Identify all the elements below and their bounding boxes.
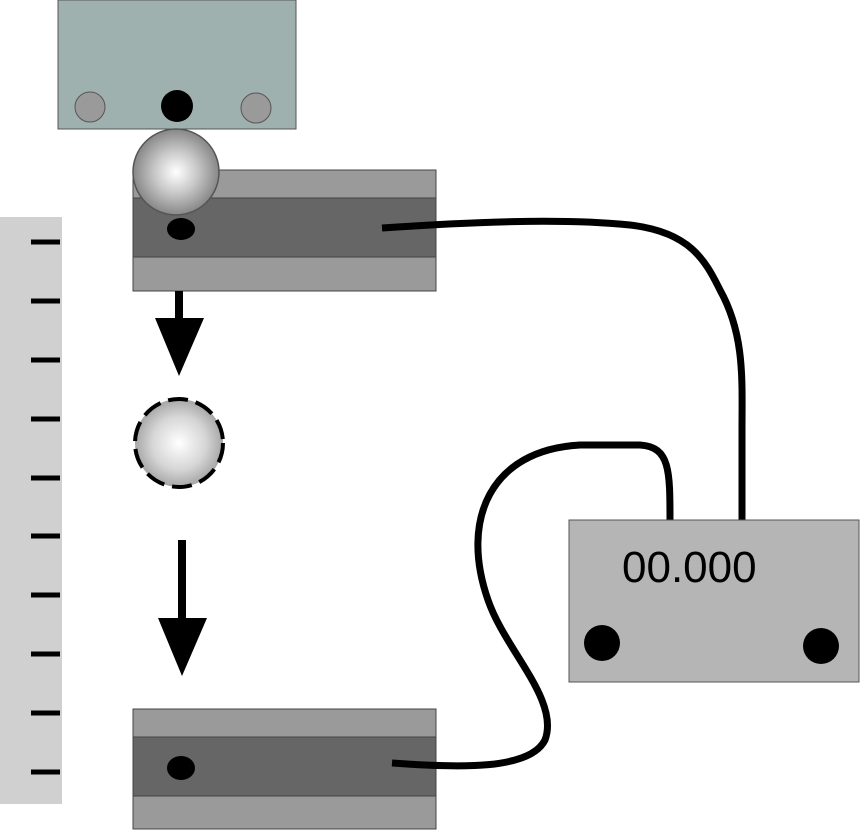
ruler-tick	[31, 416, 60, 422]
falling-ball-icon	[133, 397, 225, 489]
ruler-tick	[31, 769, 60, 775]
upper-gate-wire	[381, 217, 746, 522]
timer-right-terminal	[803, 628, 839, 664]
lower-gate-wire	[391, 441, 674, 770]
ruler-tick	[31, 239, 60, 245]
ruler-strip	[0, 217, 62, 804]
ruler-tick	[31, 298, 60, 304]
timer-left-terminal	[584, 625, 620, 661]
release-center-dot	[161, 90, 193, 122]
ruler-tick	[31, 592, 60, 598]
release-left-knob	[74, 91, 106, 123]
ruler-tick	[31, 475, 60, 481]
ruler-ticks	[31, 239, 60, 775]
ruler-tick	[31, 357, 60, 363]
timer-unit: 00.000	[568, 519, 860, 683]
steel-ball-icon	[132, 128, 220, 216]
upper-gate-sensor-dot	[167, 218, 195, 240]
ruler-tick	[31, 533, 60, 539]
down-arrow-icon	[158, 540, 207, 676]
lower-photogate	[132, 708, 437, 830]
timer-display: 00.000	[622, 543, 757, 592]
lower-gate-sensor-dot	[167, 756, 195, 780]
ruler-tick	[31, 710, 60, 716]
down-arrow-icon	[155, 291, 204, 376]
ruler-tick	[31, 651, 60, 657]
ruler	[0, 217, 62, 804]
release-right-knob	[240, 92, 272, 124]
release-mechanism	[57, 0, 297, 130]
